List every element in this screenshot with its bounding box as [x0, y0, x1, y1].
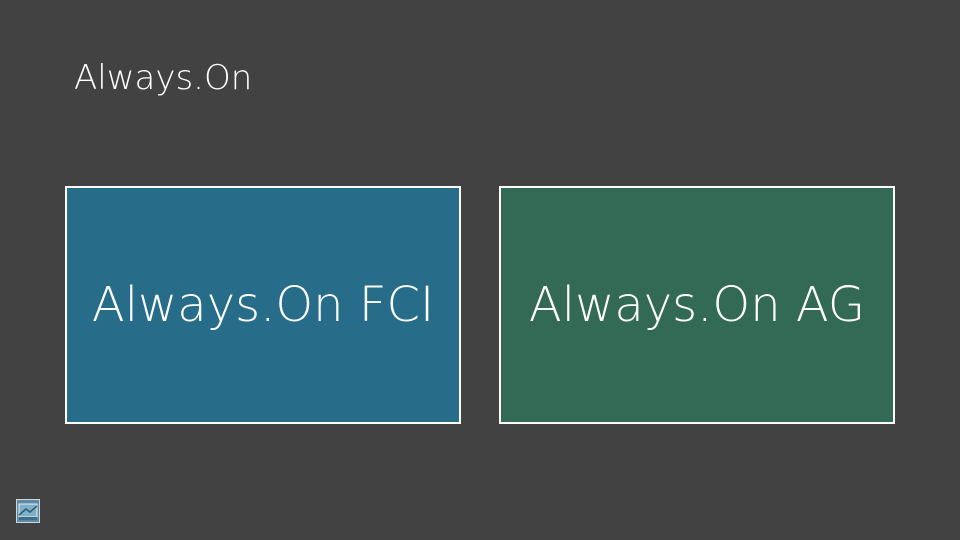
- always-on-ag-label: Always.On AG: [528, 277, 866, 333]
- slide-title: Always.On: [74, 58, 253, 98]
- always-on-fci-label: Always.On FCI: [91, 277, 435, 333]
- slide-thumbnail-icon[interactable]: [16, 499, 40, 523]
- always-on-fci-box: Always.On FCI: [65, 186, 461, 424]
- always-on-ag-box: Always.On AG: [499, 186, 895, 424]
